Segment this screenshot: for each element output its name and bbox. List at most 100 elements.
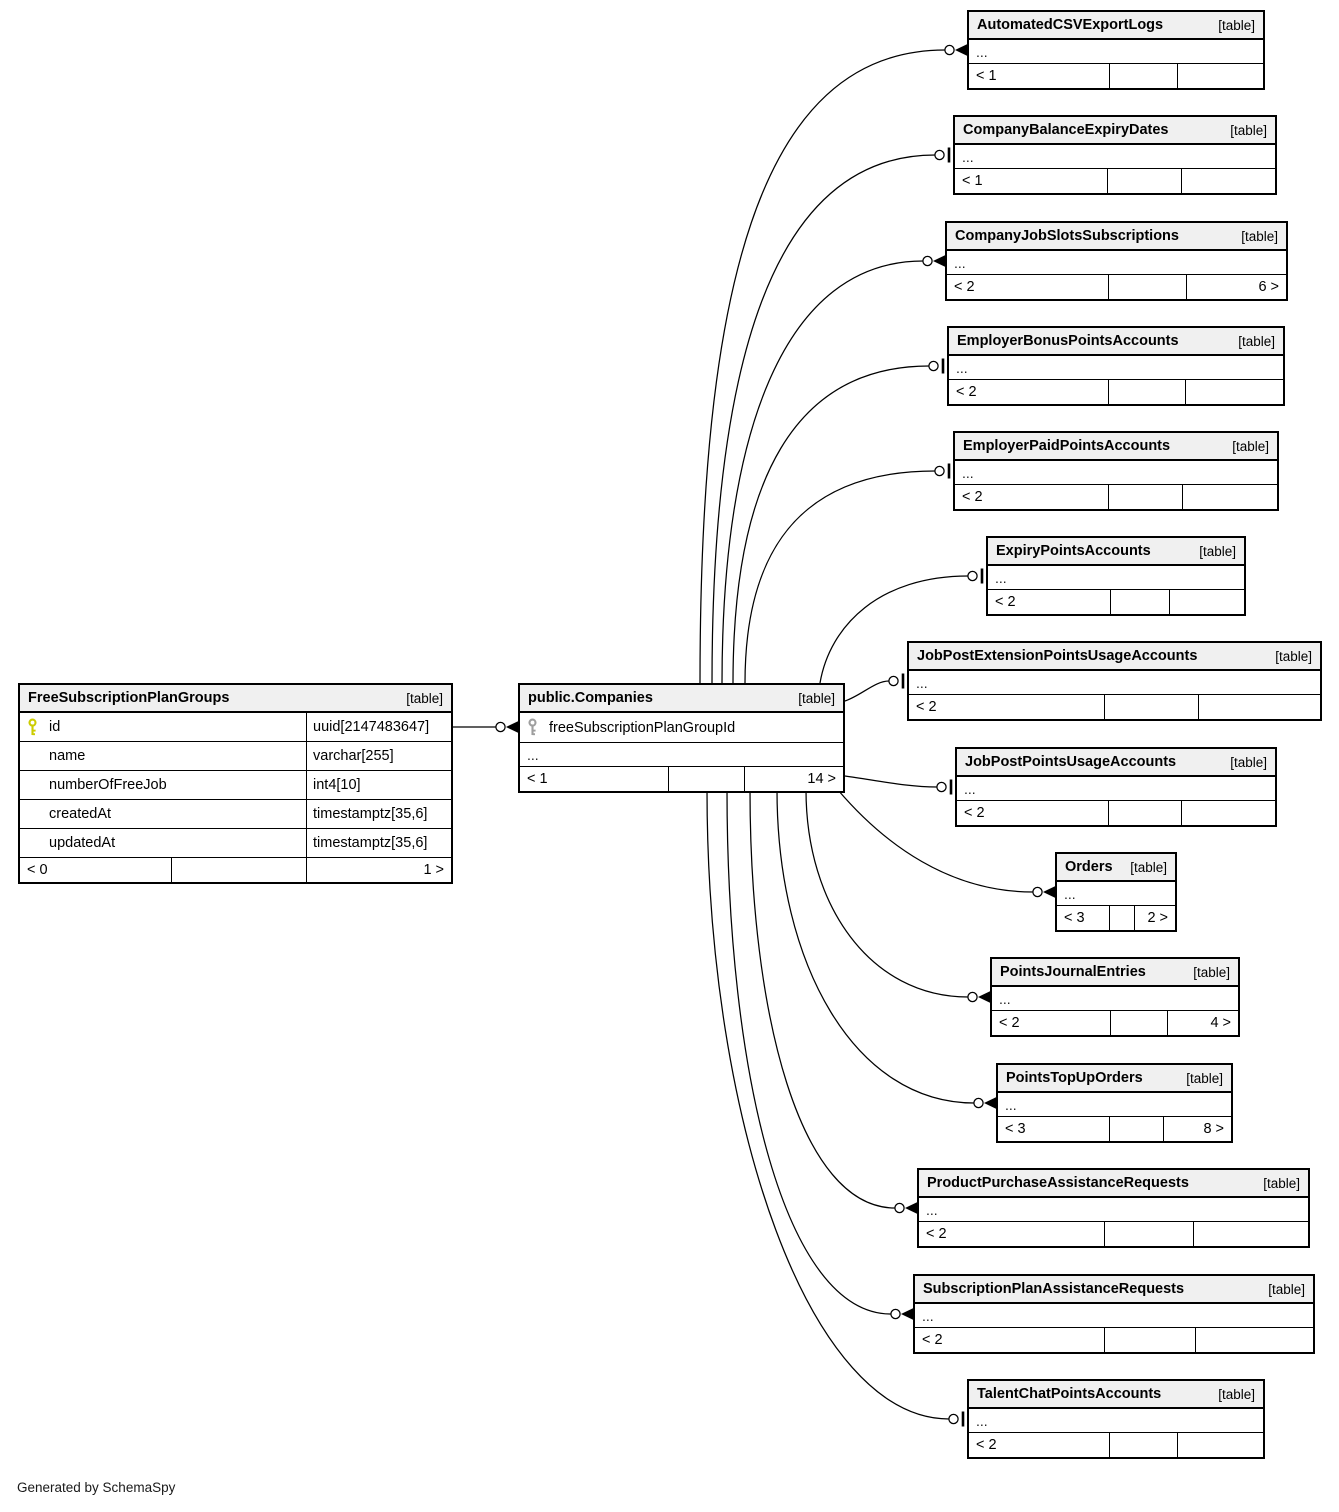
- table-header: TalentChatPointsAccounts[table]: [969, 1381, 1263, 1409]
- table-header: EmployerPaidPointsAccounts[table]: [955, 433, 1277, 461]
- cardinality-circle: [1032, 886, 1043, 898]
- table-talent-chat-points-accounts[interactable]: TalentChatPointsAccounts[table]...< 2: [967, 1379, 1265, 1459]
- footer-children: 1 >: [423, 862, 444, 878]
- column-name: freeSubscriptionPlanGroupId: [549, 719, 736, 736]
- table-title[interactable]: FreeSubscriptionPlanGroups: [28, 690, 230, 706]
- footer-middle: [1109, 1433, 1178, 1457]
- table-footer: < 1: [955, 169, 1275, 193]
- cardinality-circle: [894, 1202, 905, 1214]
- table-title[interactable]: TalentChatPointsAccounts: [977, 1386, 1162, 1402]
- table-type-badge: [table]: [1268, 1281, 1305, 1297]
- column-type: timestamptz[35,6]: [313, 835, 428, 851]
- table-type-badge: [table]: [406, 690, 443, 706]
- footer-parents: < 2: [964, 805, 985, 821]
- footer-children: 2 >: [1147, 910, 1168, 926]
- table-type-badge: [table]: [1263, 1175, 1300, 1191]
- cardinality-circle: [888, 675, 899, 687]
- table-header: ExpiryPointsAccounts[table]: [988, 538, 1244, 566]
- crow-arrow: [984, 1097, 996, 1109]
- table-title[interactable]: JobPostExtensionPointsUsageAccounts: [917, 648, 1198, 664]
- crow-arrow: [905, 1202, 917, 1214]
- table-orders[interactable]: Orders [table]... < 3 2 >: [1055, 852, 1177, 932]
- table-footer: < 0 1 >: [20, 858, 451, 882]
- hidden-columns-ellipsis: ...: [955, 461, 1277, 485]
- table-expiry-points-accounts[interactable]: ExpiryPointsAccounts[table]...< 2: [986, 536, 1246, 616]
- table-company-job-slots-subscriptions[interactable]: CompanyJobSlotsSubscriptions[table]...< …: [945, 221, 1288, 301]
- table-product-purchase-assistance-requests[interactable]: ProductPurchaseAssistanceRequests [table]…: [917, 1168, 1310, 1248]
- table-subscription-plan-assistance-requests[interactable]: SubscriptionPlanAssistanceRequests [table…: [913, 1274, 1315, 1354]
- edge-job-post-points-usage-accounts: [844, 775, 938, 788]
- table-footer: < 2: [919, 1222, 1308, 1246]
- table-title[interactable]: AutomatedCSVExportLogs: [977, 17, 1164, 33]
- table-header: PointsTopUpOrders [table]: [998, 1065, 1231, 1093]
- cardinality-circle: [973, 1097, 984, 1109]
- footer-children: [1170, 590, 1244, 614]
- footer-children: [1182, 801, 1275, 825]
- edge-job-post-extension-points-usage-accounts: [844, 680, 890, 702]
- table-type-badge: [table]: [1186, 1070, 1223, 1086]
- table-footer: < 2: [955, 485, 1277, 509]
- footer-middle: [668, 767, 745, 791]
- edge-orders: [837, 789, 1034, 893]
- footer-parents: < 2: [916, 699, 937, 715]
- column-type: int4[10]: [313, 777, 361, 793]
- edge-expiry-points-accounts: [819, 575, 969, 684]
- footer-middle: [1110, 590, 1170, 614]
- cardinality-circle: [967, 570, 978, 582]
- table-title[interactable]: ProductPurchaseAssistanceRequests: [927, 1175, 1189, 1191]
- table-type-badge: [table]: [1193, 964, 1230, 980]
- hidden-columns-ellipsis: ...: [1057, 882, 1175, 906]
- table-title[interactable]: SubscriptionPlanAssistanceRequests: [923, 1281, 1185, 1297]
- crow-arrow: [1043, 886, 1055, 898]
- cardinality-circle: [934, 465, 945, 477]
- hidden-columns-ellipsis: ...: [919, 1198, 1308, 1222]
- cardinality-circle: [944, 44, 955, 56]
- table-footer: < 2: [909, 695, 1320, 719]
- edge-employer-bonus-points-accounts: [732, 365, 930, 684]
- table-title[interactable]: PointsTopUpOrders: [1006, 1070, 1143, 1086]
- table-title[interactable]: Orders: [1065, 859, 1113, 875]
- table-job-post-points-usage-accounts[interactable]: JobPostPointsUsageAccounts[table]...< 2: [955, 747, 1277, 827]
- table-employer-paid-points-accounts[interactable]: EmployerPaidPointsAccounts[table]...< 2: [953, 431, 1279, 511]
- edge-subscription-plan-assistance-requests: [726, 789, 892, 1315]
- footer-children: [1182, 169, 1275, 193]
- footer-parents: < 3: [1064, 910, 1085, 926]
- hidden-columns-ellipsis: ...: [992, 987, 1238, 1011]
- table-title[interactable]: ExpiryPointsAccounts: [996, 543, 1151, 559]
- table-title[interactable]: EmployerBonusPointsAccounts: [957, 333, 1179, 349]
- table-type-badge: [table]: [798, 690, 835, 706]
- table-title[interactable]: public.Companies: [528, 690, 653, 706]
- hidden-columns-ellipsis: ...: [988, 566, 1244, 590]
- column-type: uuid[2147483647]: [313, 719, 430, 735]
- footer-parents: < 3: [1005, 1121, 1026, 1137]
- footer-children: [1196, 1328, 1313, 1352]
- table-title[interactable]: JobPostPointsUsageAccounts: [965, 754, 1177, 770]
- table-title[interactable]: CompanyJobSlotsSubscriptions: [955, 228, 1179, 244]
- table-type-badge: [table]: [1130, 859, 1167, 875]
- table-title[interactable]: CompanyBalanceExpiryDates: [963, 122, 1169, 138]
- table-footer: < 2: [949, 380, 1283, 404]
- table-job-post-extension-points-usage-accounts[interactable]: JobPostExtensionPointsUsageAccounts[tabl…: [907, 641, 1322, 721]
- footer-parents: < 1: [527, 771, 548, 787]
- table-footer: < 3 2 >: [1057, 906, 1175, 930]
- table-company-balance-expiry-dates[interactable]: CompanyBalanceExpiryDates[table]...< 1: [953, 115, 1277, 195]
- table-footer: < 2: [915, 1328, 1313, 1352]
- table-title[interactable]: EmployerPaidPointsAccounts: [963, 438, 1171, 454]
- table-automated-csvexport-logs[interactable]: AutomatedCSVExportLogs[table]...< 1: [967, 10, 1265, 90]
- hidden-columns-ellipsis: ...: [909, 671, 1320, 695]
- table-employer-bonus-points-accounts[interactable]: EmployerBonusPointsAccounts[table]...< 2: [947, 326, 1285, 406]
- footer-parents: < 2: [999, 1015, 1020, 1031]
- footer-parents: < 0: [27, 862, 48, 878]
- table-public-companies[interactable]: public.Companies [table] freeSubscriptio…: [518, 683, 845, 793]
- crow-arrow: [901, 1308, 913, 1320]
- table-title[interactable]: PointsJournalEntries: [1000, 964, 1146, 980]
- table-header: SubscriptionPlanAssistanceRequests [table…: [915, 1276, 1313, 1304]
- edge-employer-paid-points-accounts: [744, 470, 936, 684]
- table-header: public.Companies [table]: [520, 685, 843, 713]
